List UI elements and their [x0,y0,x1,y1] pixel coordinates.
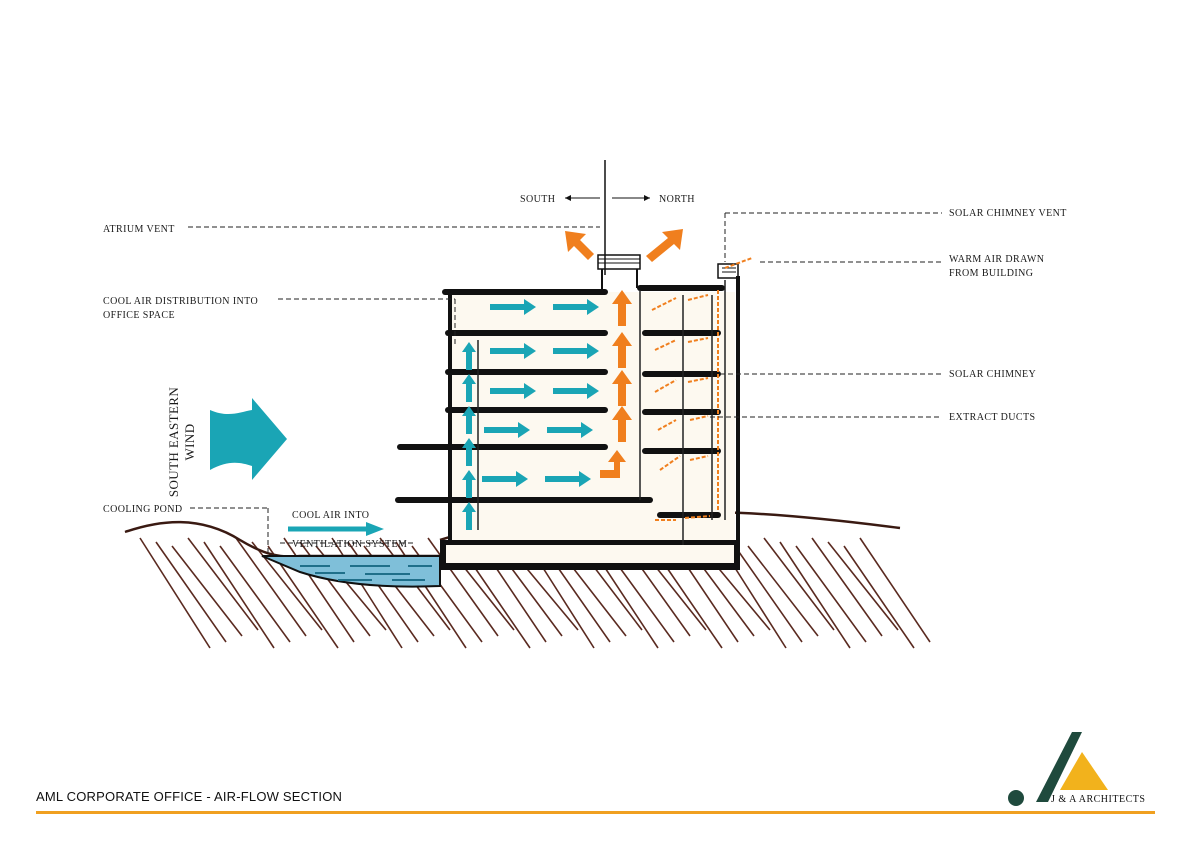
ground-hatch-line [779,541,851,649]
ventilation-system-label: VENTILATION SYSTEM [292,539,407,550]
warm-air-label: WARM AIR DRAWN [949,254,1044,265]
cool-air-arrow-icon [545,471,591,487]
atrium-updraft-arrows [600,290,632,478]
ground-hatch-line [187,537,259,631]
cool-air-into-label: COOL AIR INTO [292,510,369,521]
solar-chimney-vent [717,263,739,279]
ground-hatch-line [203,541,275,649]
ground-hatch-line [763,537,835,631]
ground-hatch-line [747,545,819,637]
warm-air-label-2: FROM BUILDING [949,268,1033,279]
cool-air-arrow-icon [490,299,536,315]
south-eastern-wind-label: SOUTH EASTERN [166,387,181,497]
south-label: SOUTH [520,194,555,205]
ground-hatch-line [859,537,931,643]
ground-hatch-line [235,537,307,637]
ventilation-intake-arrow [288,522,384,536]
ground-hatch-line [795,545,867,643]
cool-air-arrow-icon [484,422,530,438]
north-label: NORTH [659,194,695,205]
ground-hatch-line [827,541,899,631]
extract-air-arrows [651,257,753,521]
wind-arrow-icon [210,398,287,480]
ground-hatch-line [219,545,291,643]
warm-air-arrow-icon [646,229,683,262]
footer-rule [36,811,1155,814]
ground-hatch-line [139,537,211,649]
drawing-title: AML CORPORATE OFFICE - AIR-FLOW SECTION [36,789,343,804]
ground-hatch-line [811,537,883,637]
cool-air-distribution-label: COOL AIR DISTRIBUTION INTO [103,296,258,307]
cool-air-arrow-icon [553,383,599,399]
cool-air-arrow-icon [553,299,599,315]
cooling-pond-label: COOLING POND [103,504,183,515]
orientation-indicator: SOUTH NORTH [520,194,695,205]
firm-logo [1008,732,1108,806]
leader-lines [188,212,942,554]
ground-hatch-line [843,545,915,649]
ground-hatch-line [171,545,243,637]
cool-air-distribution-arrows [482,299,599,487]
cool-air-distribution-label-2: OFFICE SPACE [103,310,175,321]
cool-air-arrow-icon [553,343,599,359]
solar-chimney-label: SOLAR CHIMNEY [949,369,1036,380]
atrium-exhaust-arrows [565,229,683,262]
ground-hatch-line [155,541,227,643]
building-walls [448,276,740,545]
warm-air-arrow-icon [565,231,594,260]
cool-air-arrow-icon [490,343,536,359]
cool-air-riser-arrows [462,342,476,530]
pond-ripples [300,565,432,581]
cool-air-arrow-icon [490,383,536,399]
cooling-pond [261,555,441,588]
floor-slabs [395,285,725,518]
ground-hatch-line [427,537,499,637]
solar-chimney-vent-label: SOLAR CHIMNEY VENT [949,208,1067,219]
ground-hatch-line [731,541,803,643]
firm-name: J & A ARCHITECTS [1051,794,1146,805]
extract-ducts-label: EXTRACT DUCTS [949,412,1035,423]
cool-air-arrow-icon [482,471,528,487]
atrium-vent [597,160,641,290]
wind-label: WIND [182,424,197,461]
cool-air-arrow-icon [547,422,593,438]
atrium-vent-label: ATRIUM VENT [103,224,175,235]
